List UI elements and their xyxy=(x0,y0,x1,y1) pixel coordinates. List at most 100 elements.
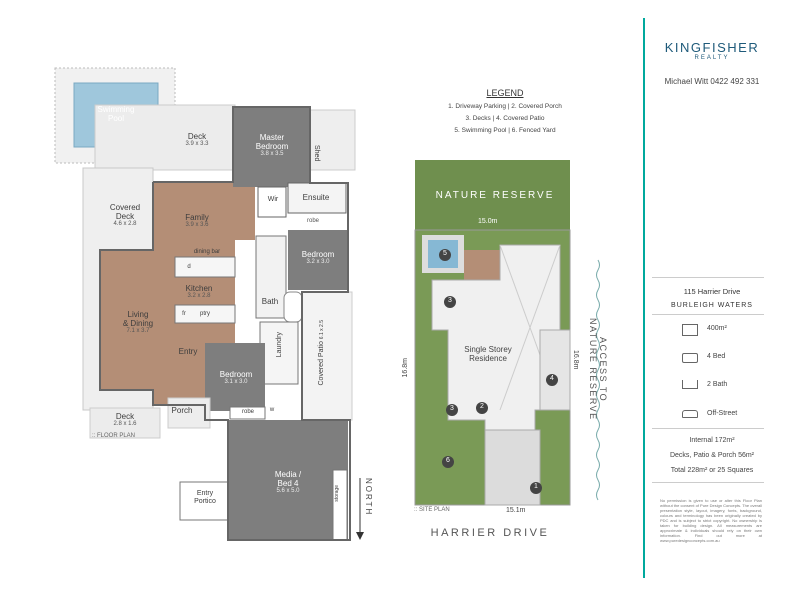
marker-5-label: 5 xyxy=(443,250,447,257)
site-right-dim: 16.8m xyxy=(572,350,579,370)
divider-4 xyxy=(652,482,764,483)
room-swimming-pool: Swimming Pool xyxy=(97,105,135,124)
storage-label: storage xyxy=(334,485,340,502)
marker-4-label: 4 xyxy=(550,375,554,382)
divider-1 xyxy=(652,277,764,278)
bed-icon xyxy=(682,353,698,363)
agency-sub: REALTY xyxy=(694,55,730,61)
pantry-label: ptry xyxy=(199,311,210,317)
room-robe: robe xyxy=(306,218,319,224)
marker-5 xyxy=(439,249,451,261)
street-label: HARRIER DRIVE xyxy=(430,527,550,539)
agent-contact: Michael Witt 0422 492 331 xyxy=(664,77,760,86)
marker-3-label: 3 xyxy=(448,297,452,304)
legend-line-1: 1. Driveway Parking | 2. Covered Porch xyxy=(448,103,562,110)
marker-2 xyxy=(476,402,488,414)
access-reserve-label: ACCESS TO NATURE RESERVE xyxy=(588,318,608,421)
dining-bar-bench xyxy=(174,256,236,278)
front-deck xyxy=(89,407,161,439)
marker-3-front xyxy=(446,404,458,416)
disclaimer: No permission is given to use or alter t… xyxy=(660,498,762,543)
address-line-1: 115 Harrier Drive xyxy=(683,287,741,296)
marker-6 xyxy=(442,456,454,468)
site-top-dim: 15.0m xyxy=(478,218,498,225)
site-deck xyxy=(464,250,502,280)
address-line-2: BURLEIGH WATERS xyxy=(671,302,753,309)
legend-line-3: 5. Swimming Pool | 6. Fenced Yard xyxy=(454,127,556,134)
side-deck xyxy=(304,109,356,171)
master-bedroom-floor xyxy=(233,107,310,187)
floor-plan-label: :: FLOOR PLAN xyxy=(92,433,136,439)
north-label: NORTH xyxy=(364,478,373,517)
internal-area: Internal 172m² xyxy=(689,437,735,444)
bath-count: 2 Bath xyxy=(707,381,728,388)
room-wir: Wir xyxy=(267,196,279,203)
teal-divider xyxy=(643,18,645,578)
laundry xyxy=(259,321,299,385)
nature-reserve-area xyxy=(415,160,570,230)
bath-icon xyxy=(682,380,698,389)
bathtub xyxy=(283,291,303,323)
ensuite xyxy=(287,182,347,214)
fridge-label: fr xyxy=(182,311,186,317)
storage-closet xyxy=(332,469,348,541)
site-bottom-dim: 15.1m xyxy=(506,507,526,514)
room-covered-patio: Covered Patio 6.1 x 2.5 xyxy=(318,320,325,386)
reserve-access-wave xyxy=(596,259,600,501)
car-icon xyxy=(682,410,698,418)
site-plan-label: :: SITE PLAN xyxy=(414,507,450,513)
bed-count: 4 Bed xyxy=(707,353,726,360)
land-icon xyxy=(682,324,698,336)
decks-area: Decks, Patio & Porch 56m² xyxy=(669,452,755,459)
site-plan-drawing xyxy=(414,160,600,506)
driveway xyxy=(484,429,541,506)
bedroom-3-floor xyxy=(205,343,265,411)
marker-2-label: 2 xyxy=(480,403,484,410)
entry-portico xyxy=(179,481,229,521)
marker-1-label: 1 xyxy=(534,483,538,490)
marker-3-rear xyxy=(444,296,456,308)
divider-2 xyxy=(652,314,764,315)
bath-area xyxy=(255,235,287,319)
room-bath: Bath xyxy=(261,297,279,306)
marker-6-label: 6 xyxy=(446,457,450,464)
marker-3b-label: 3 xyxy=(450,405,454,412)
room-laundry: Laundry xyxy=(276,332,283,358)
washer-label: w xyxy=(269,407,275,413)
legend: LEGEND 1. Driveway Parking | 2. Covered … xyxy=(410,88,600,137)
floor-plan-drawing xyxy=(54,67,364,541)
covered-patio xyxy=(301,291,353,421)
room-ensuite: Ensuite xyxy=(302,193,330,202)
room-porch: Porch xyxy=(171,406,193,415)
marker-4 xyxy=(546,374,558,386)
legend-title: LEGEND xyxy=(486,88,524,98)
room-entry-portico: Entry Portico xyxy=(194,490,216,506)
marker-1 xyxy=(530,482,542,494)
divider-3 xyxy=(652,428,764,429)
nature-reserve-label: NATURE RESERVE xyxy=(435,190,555,201)
parking: Off-Street xyxy=(707,410,738,417)
dishwasher-label: d xyxy=(187,264,191,270)
media-room-floor xyxy=(228,420,348,540)
bedroom-2-floor xyxy=(288,230,348,290)
residence-label: Single Storey Residence xyxy=(464,345,512,363)
dining-bar-label: dining bar xyxy=(193,249,221,255)
north-arrow-head xyxy=(356,532,364,540)
room-entry: Entry xyxy=(178,347,198,356)
site-patio xyxy=(539,329,571,411)
site-left-dim: 16.8m xyxy=(402,358,409,378)
roof-ridge-2 xyxy=(499,244,561,411)
kitchen-bench xyxy=(174,304,236,324)
wir xyxy=(257,186,287,218)
room-shed: Shed xyxy=(313,145,321,162)
